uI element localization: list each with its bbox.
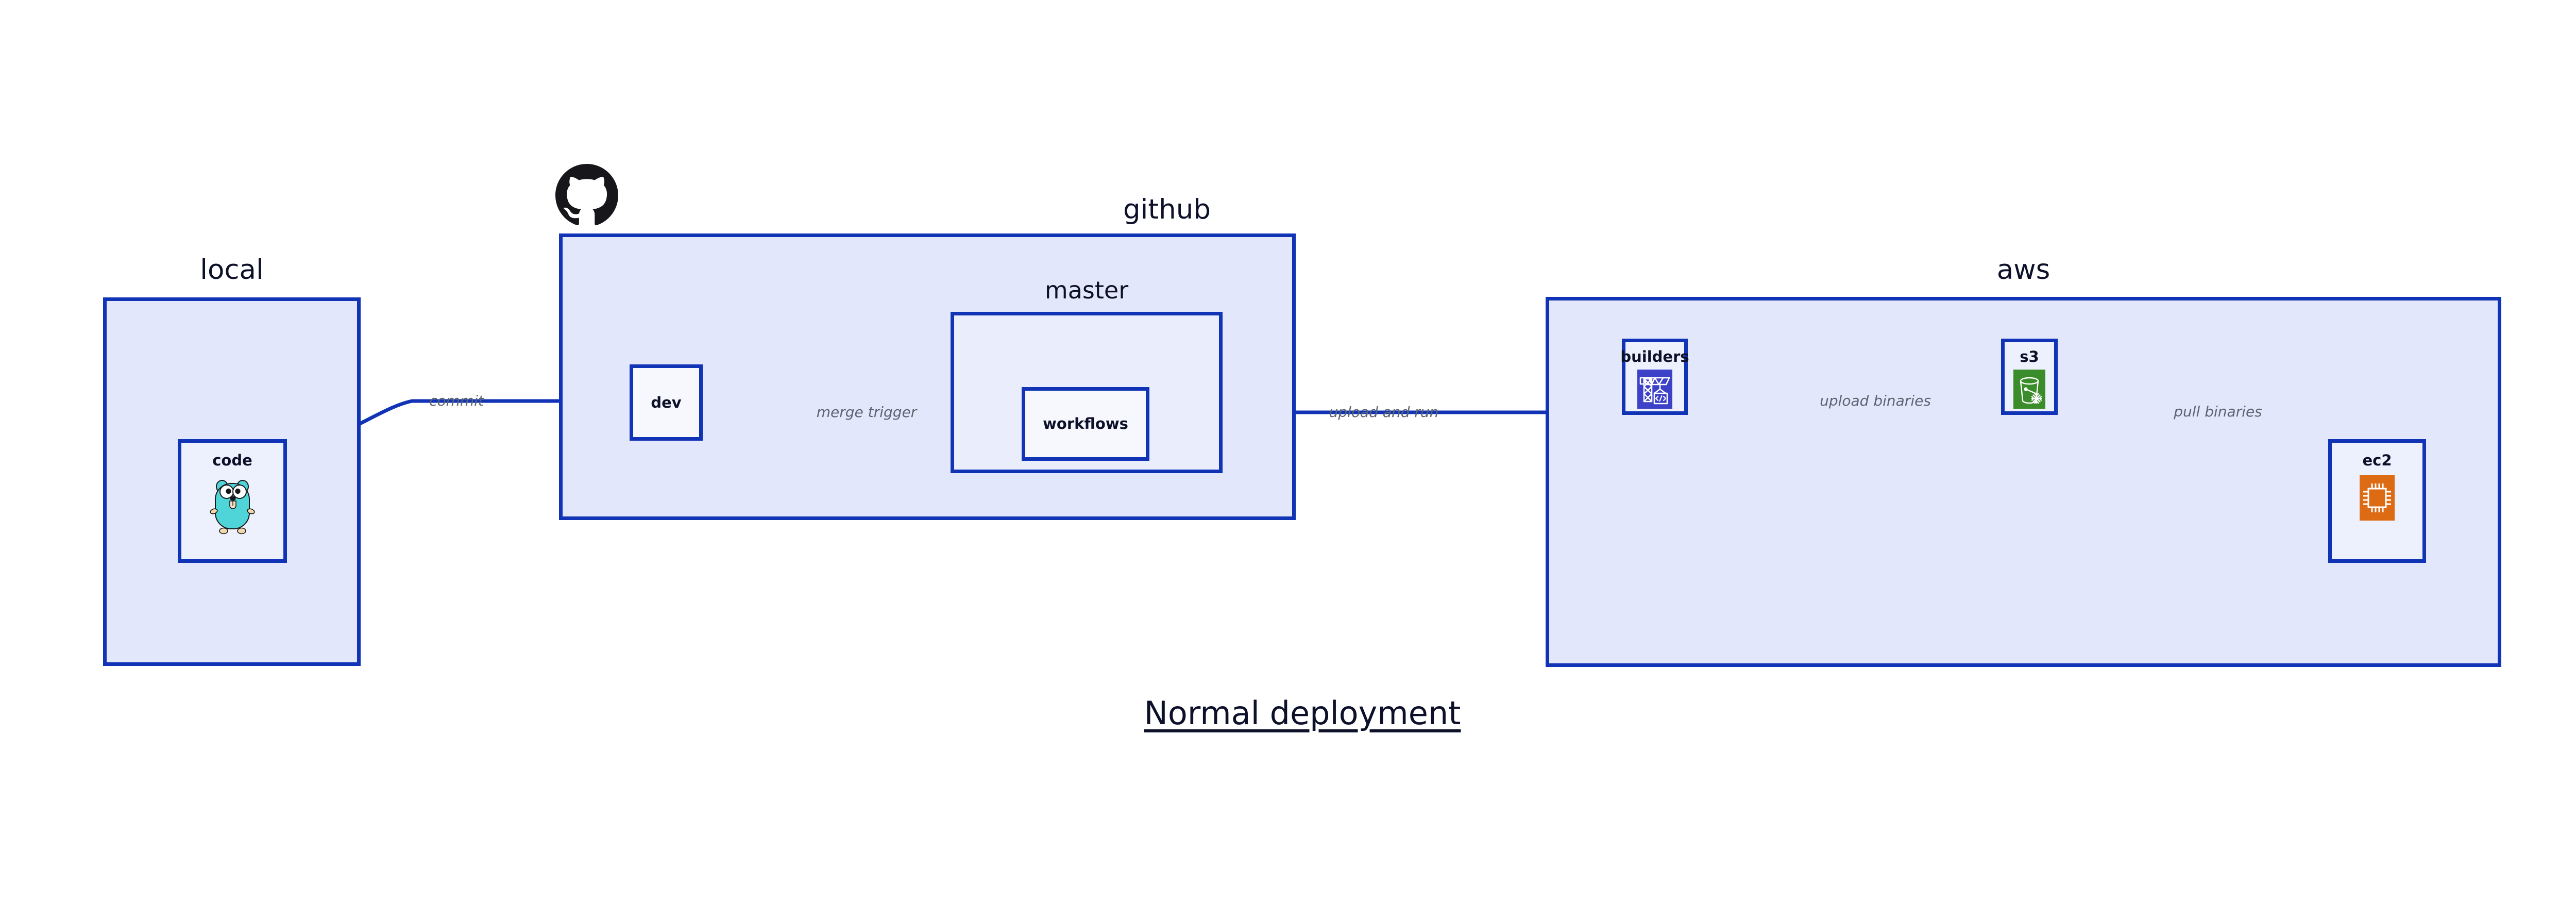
node-builders[interactable]: builders <box>1620 339 1689 415</box>
s3-glacier-icon <box>2013 370 2045 411</box>
edge-label-pull-binaries: pull binaries <box>2174 403 2262 420</box>
node-builders-label: builders <box>1620 348 1689 365</box>
crane-code-icon <box>1637 370 1672 411</box>
node-ec2[interactable]: ec2 <box>2328 439 2426 563</box>
edge-label-commit: commit <box>429 392 484 409</box>
edge-label-upload-binaries: upload binaries <box>1820 392 1931 409</box>
group-aws-label: aws <box>1996 254 2050 286</box>
node-dev-label: dev <box>651 393 682 411</box>
node-workflows-label: workflows <box>1043 415 1128 432</box>
node-s3-label: s3 <box>2020 348 2039 365</box>
edge-label-merge-trigger: merge trigger <box>816 404 917 421</box>
node-ec2-label: ec2 <box>2362 452 2392 469</box>
group-local-label: local <box>200 254 264 286</box>
node-workflows[interactable]: workflows <box>1022 387 1149 461</box>
github-logo-icon <box>555 164 618 227</box>
edge-label-upload-and-run: upload and run <box>1329 404 1439 421</box>
cpu-chip-icon <box>2360 475 2395 523</box>
go-gopher-icon <box>209 475 256 538</box>
subgroup-master-label: master <box>1044 276 1129 304</box>
diagram-title: Normal deployment <box>1144 694 1461 732</box>
node-dev[interactable]: dev <box>630 364 703 441</box>
node-s3[interactable]: s3 <box>2001 339 2058 415</box>
node-code[interactable]: code <box>178 439 287 563</box>
group-github-label: github <box>1123 194 1211 225</box>
node-code-label: code <box>212 452 252 469</box>
